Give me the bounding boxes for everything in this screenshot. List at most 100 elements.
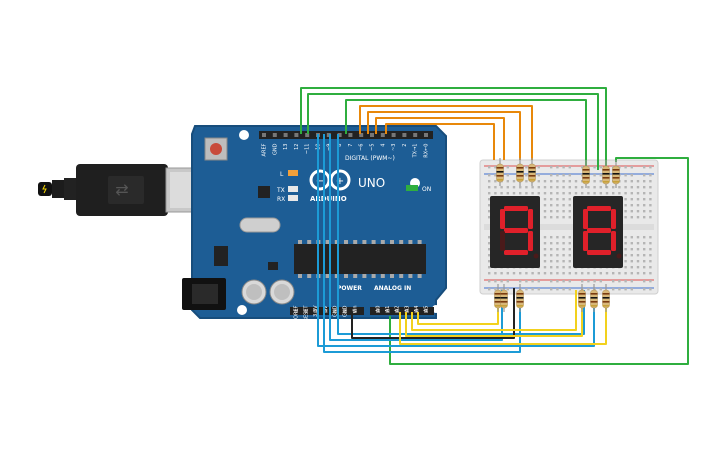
rail-hole — [581, 174, 584, 177]
resistors[interactable] — [494, 158, 620, 312]
decimal-point — [533, 253, 539, 259]
seven-segment-display-right[interactable] — [573, 196, 623, 268]
breadboard-hole — [543, 236, 547, 239]
header-pin[interactable] — [323, 309, 328, 313]
pin-label: TX→1 — [413, 144, 419, 159]
breadboard-hole — [643, 254, 646, 257]
breadboard-hole — [562, 210, 565, 213]
breadboard-hole — [550, 254, 553, 257]
chip-pin — [417, 240, 422, 244]
header-pin[interactable] — [303, 309, 308, 313]
header-pin[interactable] — [283, 133, 288, 137]
header-pin[interactable] — [343, 309, 347, 313]
breadboard-hole — [494, 272, 497, 275]
header-pin[interactable] — [404, 309, 409, 313]
header-pin[interactable] — [294, 309, 298, 313]
breadboard-hole — [649, 236, 652, 239]
resistor[interactable] — [516, 158, 524, 186]
breadboard-hole — [649, 192, 652, 195]
breadboard-hole — [624, 180, 627, 183]
segment-c — [528, 231, 533, 251]
header-pin[interactable] — [376, 309, 380, 313]
segment-c — [611, 231, 616, 251]
breadboard-hole — [624, 266, 627, 269]
header-pin[interactable] — [424, 309, 428, 313]
breadboard-hole — [556, 186, 559, 189]
resistor[interactable] — [602, 160, 610, 188]
resistor[interactable] — [516, 284, 524, 312]
rail-hole — [618, 280, 621, 283]
header-pin[interactable] — [272, 133, 277, 137]
rail-hole — [488, 174, 491, 177]
header-pin[interactable] — [359, 133, 364, 137]
resistor[interactable] — [612, 160, 620, 188]
header-pin[interactable] — [414, 309, 419, 313]
resistor[interactable] — [496, 158, 504, 186]
header-pin[interactable] — [348, 133, 353, 137]
chip-pin — [325, 240, 330, 244]
breadboard-hole — [649, 180, 652, 183]
rail-hole — [599, 166, 602, 169]
digital-header — [259, 131, 433, 139]
breadboard-hole — [488, 198, 491, 201]
header-pin[interactable] — [313, 309, 318, 313]
header-pin[interactable] — [305, 133, 310, 137]
header-pin[interactable] — [262, 133, 266, 137]
pin-label: RX←0 — [424, 144, 430, 158]
header-pin[interactable] — [380, 133, 385, 137]
header-pin[interactable] — [370, 133, 374, 137]
wire-blue — [317, 134, 595, 347]
breadboard-hole — [649, 242, 652, 245]
power-pins — [294, 309, 357, 313]
breadboard-hole — [587, 272, 590, 275]
breadboard-hole — [568, 204, 571, 207]
breadboard-hole — [636, 236, 640, 239]
rail-hole — [624, 174, 627, 177]
resistor[interactable] — [582, 160, 590, 188]
breadboard-hole — [556, 266, 559, 269]
resistor[interactable] — [590, 284, 598, 312]
header-pin[interactable] — [352, 309, 357, 313]
header-pin[interactable] — [294, 133, 299, 137]
wire-orange — [359, 105, 533, 160]
header-pin[interactable] — [333, 309, 338, 313]
breadboard-hole — [649, 210, 652, 213]
breadboard-hole — [568, 272, 571, 275]
chip-pin — [334, 240, 339, 244]
header-pin[interactable] — [337, 133, 342, 137]
reset-button[interactable] — [204, 137, 228, 161]
header-pin[interactable] — [385, 309, 390, 313]
resistor[interactable] — [500, 284, 508, 312]
seven-segment-display-left[interactable] — [490, 196, 540, 268]
resistor[interactable] — [602, 284, 610, 312]
breadboard-hole — [488, 236, 491, 239]
led-tx-label: TX — [276, 187, 285, 194]
breadboard-hole — [562, 186, 565, 189]
header-pin[interactable] — [402, 133, 407, 137]
breadboard-hole — [574, 186, 578, 189]
rail-hole — [568, 166, 571, 169]
header-pin[interactable] — [395, 309, 400, 313]
wires[interactable] — [300, 87, 689, 365]
header-pin[interactable] — [326, 133, 331, 137]
breadboard-hole — [506, 192, 509, 195]
breadboard-hole — [636, 180, 640, 183]
rail-hole — [624, 166, 627, 169]
header-pin[interactable] — [391, 133, 396, 137]
rail-hole — [562, 288, 565, 291]
power-jack[interactable] — [182, 278, 226, 310]
arduino-uno-board[interactable]: L TX RX ON − + ARDUINO UNO DIGITAL (PWM~… — [182, 125, 447, 322]
resistor[interactable] — [528, 158, 536, 186]
capacitor — [269, 279, 295, 305]
wire-green — [345, 99, 587, 170]
chip-pin — [390, 274, 394, 278]
header-pin[interactable] — [424, 133, 428, 137]
breadboard-hole — [543, 198, 547, 201]
breadboard-hole — [543, 180, 547, 183]
resistor[interactable] — [578, 284, 586, 312]
chip-pin — [353, 274, 358, 278]
header-pin[interactable] — [413, 133, 418, 137]
breadboard-hole — [636, 186, 640, 189]
resistor[interactable] — [494, 284, 502, 312]
breadboard-hole — [550, 266, 553, 269]
